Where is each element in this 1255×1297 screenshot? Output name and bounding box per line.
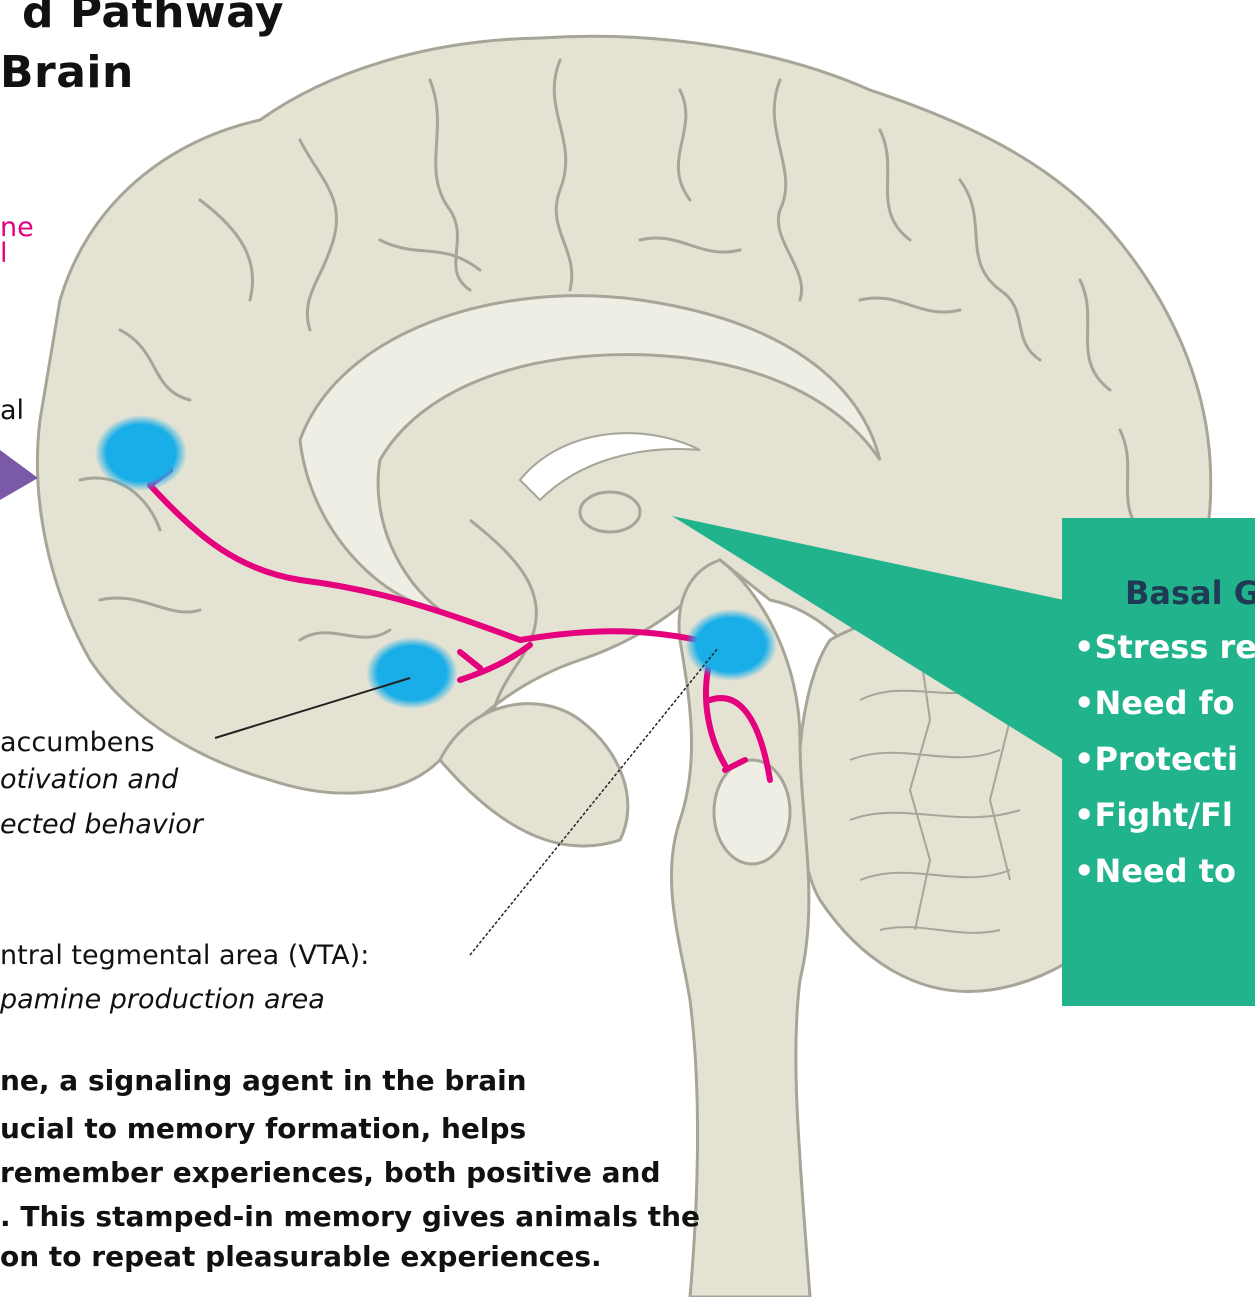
- callout-item: •Protecti: [1074, 740, 1238, 778]
- pink-fragment-2: l: [0, 238, 8, 269]
- purple-arrow-tip: [0, 450, 38, 500]
- accumbens-desc-1: otivation and: [0, 763, 178, 797]
- paragraph-line-4: . This stamped-in memory gives animals t…: [0, 1200, 700, 1234]
- nucleus-accumbens-node: [366, 637, 458, 709]
- frontal-label-fragment: al: [0, 394, 24, 428]
- accumbens-desc-2: ected behavior: [0, 808, 203, 842]
- prefrontal-cortex-node: [95, 415, 187, 491]
- callout-item: •Need to: [1074, 852, 1236, 890]
- vta-node: [685, 609, 777, 681]
- pons-outline: [714, 760, 790, 864]
- paragraph-line-3: remember experiences, both positive and: [0, 1156, 661, 1190]
- title-line-2: Brain: [0, 48, 134, 98]
- vta-desc: pamine production area: [0, 983, 325, 1017]
- accumbens-label: accumbens: [0, 726, 155, 760]
- vta-label: ntral tegmental area (VTA):: [0, 939, 369, 973]
- callout-header: Basal G: [1125, 574, 1255, 612]
- callout-item: •Need fo: [1074, 684, 1235, 722]
- paragraph-line-5: on to repeat pleasurable experiences.: [0, 1240, 602, 1274]
- paragraph-line-1: ne, a signaling agent in the brain: [0, 1064, 527, 1098]
- callout-item: •Fight/Fl: [1074, 796, 1233, 834]
- paragraph-line-2: ucial to memory formation, helps: [0, 1112, 526, 1146]
- basal-ganglia-callout: Basal G •Stress re •Need fo •Protecti •F…: [1062, 518, 1255, 1006]
- title-line-1: d Pathway: [22, 0, 284, 38]
- callout-item: •Stress re: [1074, 628, 1255, 666]
- temporal-region: [440, 704, 628, 846]
